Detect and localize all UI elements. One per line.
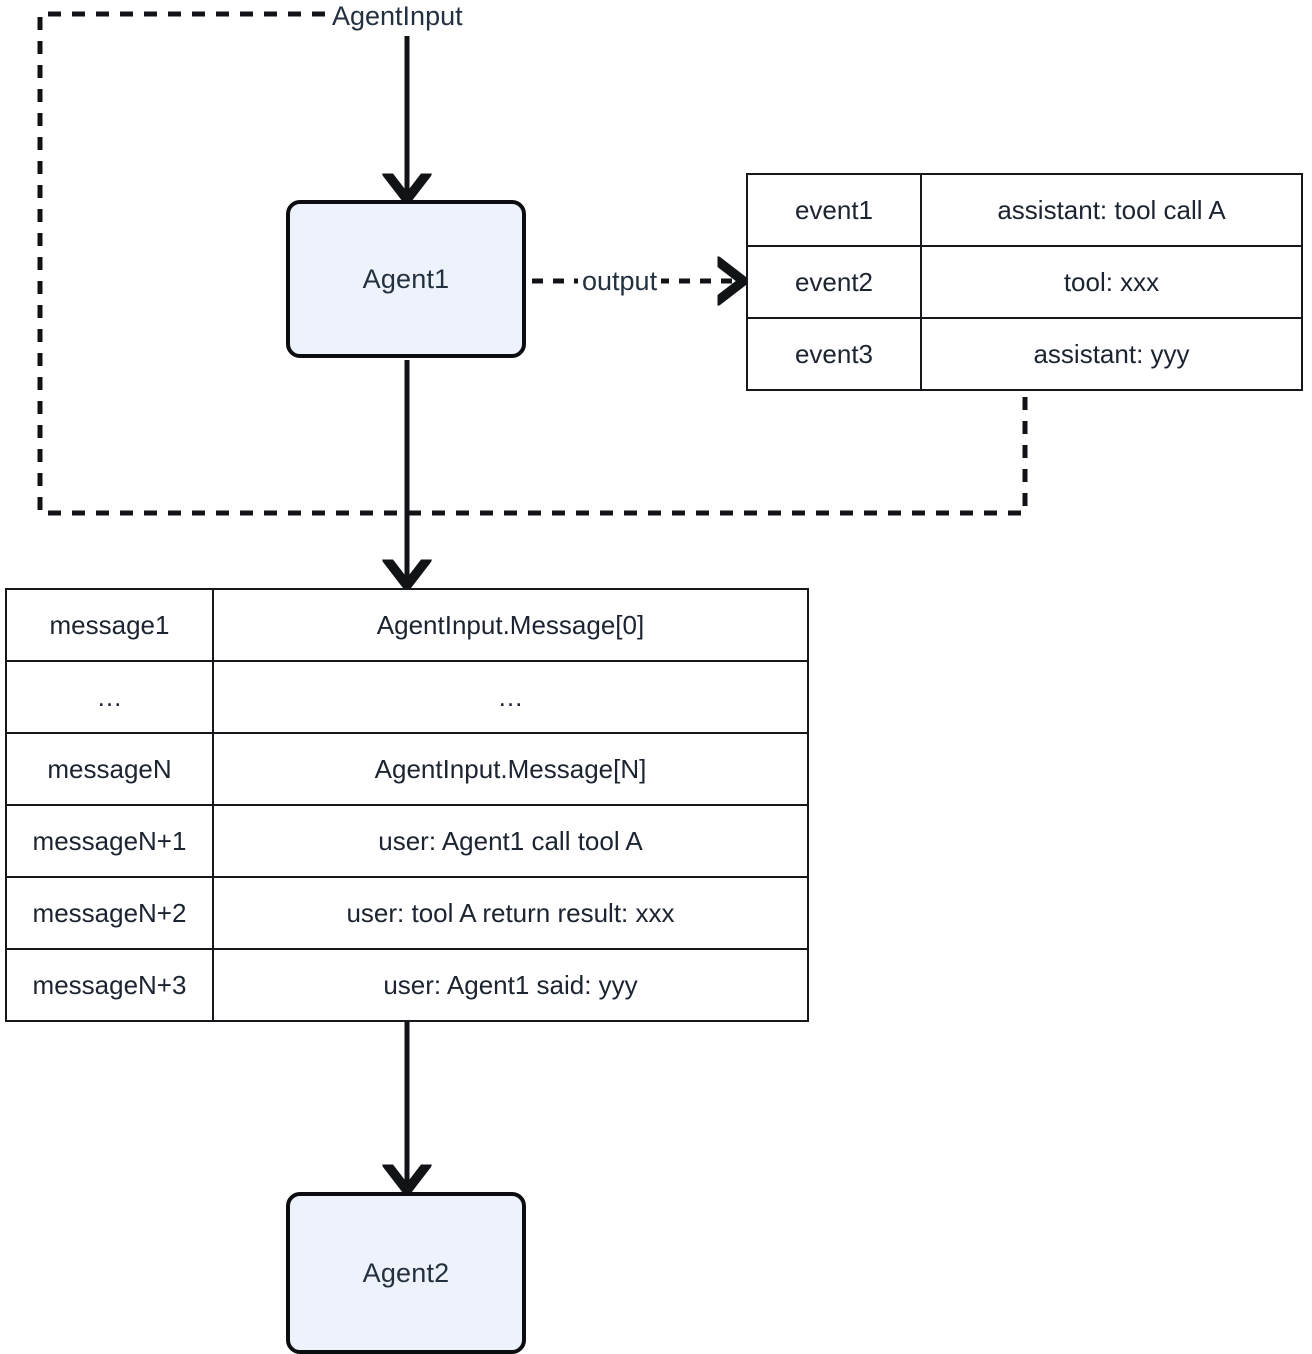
table-cell-key: …: [5, 660, 214, 734]
table-cell-value: AgentInput.Message[N]: [212, 732, 809, 806]
node-agent1-label: Agent1: [362, 263, 450, 294]
table-cell-value: user: Agent1 said: yyy: [212, 948, 809, 1022]
table-cell-key: messageN+1: [5, 804, 214, 878]
table-cell-key: message1: [5, 588, 214, 662]
table-cell-value: tool: xxx: [920, 245, 1303, 319]
table-cell-key: event3: [746, 317, 922, 391]
table-cell-key: messageN+3: [5, 948, 214, 1022]
edge-label-agent-input: AgentInput: [328, 1, 467, 32]
table-cell-key: messageN+2: [5, 876, 214, 950]
node-agent2-label: Agent2: [362, 1257, 450, 1288]
table-cell-value: AgentInput.Message[0]: [212, 588, 809, 662]
node-agent2[interactable]: Agent2: [286, 1192, 526, 1354]
table-cell-value: …: [212, 660, 809, 734]
table-cell-value: user: Agent1 call tool A: [212, 804, 809, 878]
node-agent1[interactable]: Agent1: [286, 200, 526, 358]
table-cell-value: user: tool A return result: xxx: [212, 876, 809, 950]
table-cell-key: event2: [746, 245, 922, 319]
table-cell-value: assistant: tool call A: [920, 173, 1303, 247]
table-cell-key: messageN: [5, 732, 214, 806]
table-row: ……: [5, 660, 809, 734]
table-cell-key: event1: [746, 173, 922, 247]
edge-label-output: output: [578, 266, 662, 297]
table-cell-value: assistant: yyy: [920, 317, 1303, 391]
